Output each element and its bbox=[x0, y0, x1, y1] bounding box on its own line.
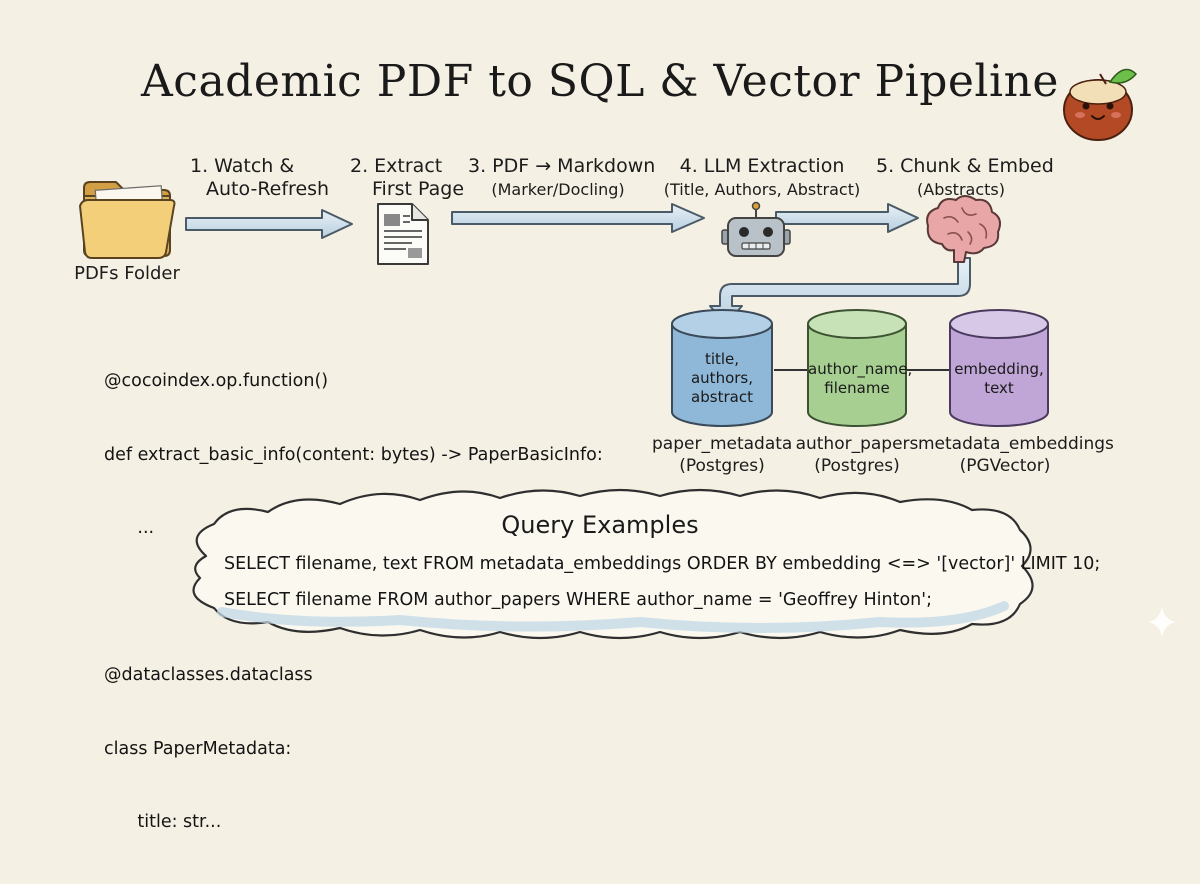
step-4-line1: 4. LLM Extraction bbox=[679, 155, 845, 177]
field-label: text bbox=[984, 379, 1014, 397]
table-name: metadata_embeddings bbox=[918, 434, 1114, 454]
field-label: authors, bbox=[690, 369, 753, 387]
field-label: author_name, bbox=[808, 360, 913, 378]
step-1-line2: Auto-Refresh bbox=[206, 178, 330, 200]
step-3-line1: 3. PDF → Markdown bbox=[468, 155, 656, 177]
flow-arrow-1 bbox=[185, 209, 353, 239]
step-4-label: 4. LLM Extraction (Title, Authors, Abstr… bbox=[662, 155, 862, 201]
field-label: abstract bbox=[691, 388, 753, 406]
author-papers-caption: author_papers (Postgres) bbox=[792, 433, 922, 477]
step-1-label: 1. Watch & Auto-Refresh bbox=[190, 155, 329, 201]
table-store: (Postgres) bbox=[814, 456, 900, 476]
field-label: embedding, bbox=[954, 360, 1044, 378]
query-line-2: SELECT filename FROM author_papers WHERE… bbox=[224, 590, 932, 610]
table-cylinder-author-papers bbox=[807, 309, 907, 427]
code-line: class PaperMetadata: bbox=[104, 738, 292, 759]
step-1-line1: 1. Watch & bbox=[190, 155, 295, 177]
brain-icon bbox=[926, 195, 1001, 263]
step-5-line1: 5. Chunk & Embed bbox=[876, 155, 1054, 177]
step-2-line2: First Page bbox=[372, 178, 465, 200]
sparkle-icon bbox=[1148, 606, 1176, 638]
pipeline-diagram: Academic PDF to SQL & Vector Pipeline 1.… bbox=[74, 56, 1176, 832]
document-icon bbox=[377, 203, 429, 265]
page-title: Academic PDF to SQL & Vector Pipeline bbox=[141, 56, 1059, 107]
metadata-embeddings-caption: metadata_embeddings (PGVector) bbox=[918, 433, 1114, 477]
flow-arrow-3 bbox=[775, 203, 919, 233]
query-examples-title: Query Examples bbox=[501, 511, 699, 539]
paper-metadata-fields: title, authors, abstract bbox=[672, 350, 772, 407]
code-line: def extract_basic_info(content: bytes) -… bbox=[104, 444, 603, 465]
step-2-line1: 2. Extract bbox=[350, 155, 443, 177]
query-cloud bbox=[192, 488, 1034, 640]
code-line: ... bbox=[104, 518, 155, 538]
step-3-label: 3. PDF → Markdown (Marker/Docling) bbox=[468, 155, 656, 201]
table-name: author_papers bbox=[795, 434, 919, 454]
author-papers-fields: author_name, filename bbox=[808, 360, 913, 398]
field-label: filename bbox=[824, 379, 890, 397]
code-line: title: str... bbox=[104, 812, 222, 832]
flow-arrow-2 bbox=[451, 203, 705, 233]
step-5-line2: (Abstracts) bbox=[917, 180, 1005, 199]
coconut-mascot-icon bbox=[1063, 68, 1138, 141]
diagram-canvas bbox=[78, 68, 1176, 640]
field-label: title, bbox=[704, 350, 740, 368]
folder-icon bbox=[78, 181, 176, 259]
table-name: paper_metadata bbox=[652, 434, 793, 454]
code-line: @cocoindex.op.function() bbox=[104, 371, 329, 391]
table-store: (PGVector) bbox=[959, 456, 1051, 476]
robot-icon bbox=[721, 201, 791, 257]
paper-metadata-caption: paper_metadata (Postgres) bbox=[652, 433, 792, 477]
code-line: @dataclasses.dataclass bbox=[104, 665, 313, 685]
step-5-label: 5. Chunk & Embed (Abstracts) bbox=[876, 155, 1054, 201]
pdfs-folder-label: PDFs Folder bbox=[74, 263, 180, 284]
metadata-embeddings-fields: embedding, text bbox=[950, 360, 1048, 398]
step-4-line2: (Title, Authors, Abstract) bbox=[663, 180, 861, 199]
step-3-line2: (Marker/Docling) bbox=[491, 180, 625, 199]
query-line-1: SELECT filename, text FROM metadata_embe… bbox=[224, 554, 1101, 574]
table-cylinder-metadata-embeddings bbox=[949, 309, 1049, 427]
table-cylinder-paper-metadata bbox=[671, 309, 773, 427]
table-store: (Postgres) bbox=[679, 456, 765, 476]
step-2-label: 2. Extract First Page bbox=[350, 155, 464, 201]
